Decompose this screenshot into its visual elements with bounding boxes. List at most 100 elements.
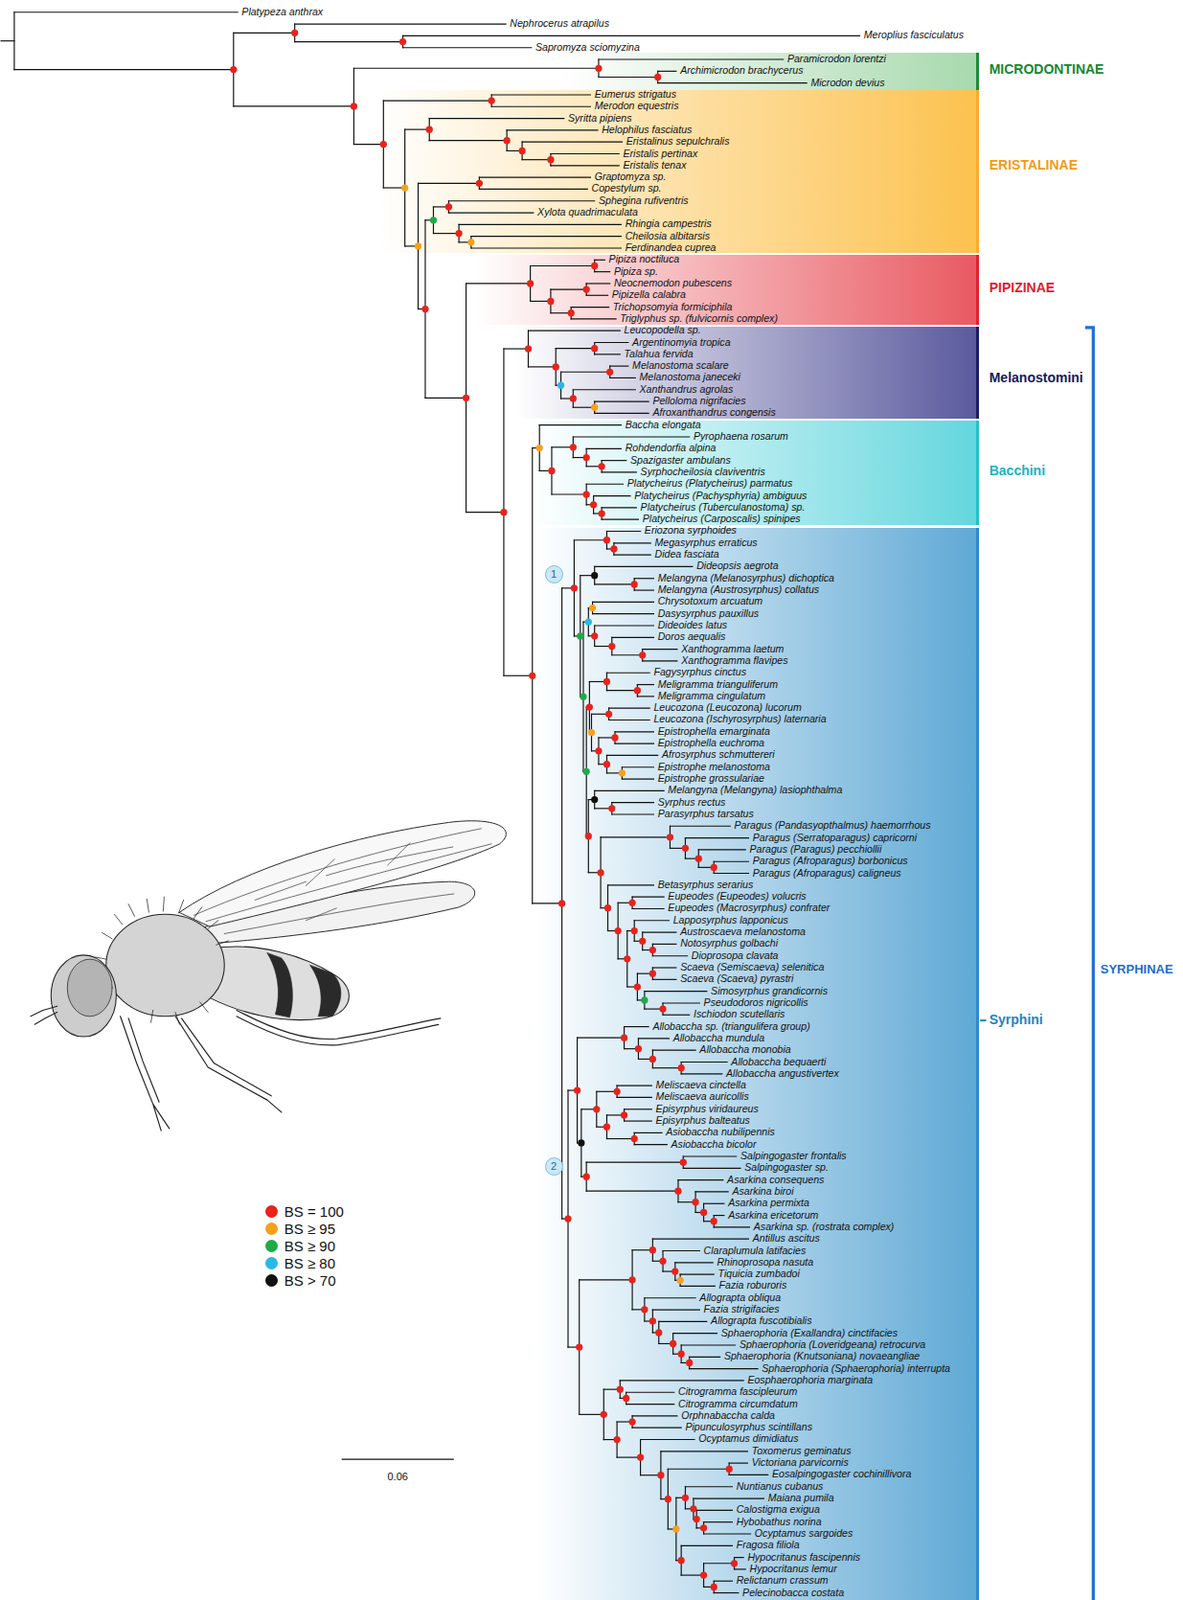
support-dot (657, 1471, 664, 1479)
taxon-name: Notosyrphus golbachi (680, 938, 778, 951)
support-dot (577, 1138, 585, 1146)
support-dot (583, 1173, 591, 1181)
taxon-name: Helophilus fasciatus (601, 124, 692, 137)
support-dot (726, 1465, 733, 1473)
support-dot (380, 140, 387, 148)
tree-branch (634, 589, 654, 591)
taxon-name: Asiobaccha bicolor (671, 1138, 757, 1151)
taxon-name: Fragosa filiola (736, 1539, 800, 1551)
tree-branch (673, 1332, 718, 1334)
support-dot (518, 147, 525, 155)
support-dot (649, 1055, 657, 1063)
support-dot (603, 678, 611, 685)
taxon-name: Argentinomyia tropica (632, 337, 730, 349)
taxon-name: Asarkina sp. (rostrata complex) (753, 1221, 895, 1233)
tree-branch (593, 495, 631, 497)
support-dot (628, 1275, 636, 1283)
taxon-name: Sphegina rufiventris (598, 195, 689, 207)
support-dot (579, 693, 587, 701)
taxon-name: Asarkina permixta (728, 1197, 810, 1209)
support-dot (488, 96, 496, 104)
taxon-name: Meliscaeva auricollis (656, 1092, 750, 1104)
support-dot (399, 38, 407, 46)
tree-branch (678, 1179, 724, 1181)
tree-branch (609, 719, 651, 721)
tree-branch (550, 153, 619, 155)
taxon-name: Sphaerophoria (Sphaerophoria) interrupta (761, 1363, 951, 1375)
tree-branch (353, 143, 384, 145)
legend-row: BS ≥ 80 (264, 1253, 344, 1272)
tree-branch (522, 159, 551, 160)
tree-branch (586, 1161, 683, 1163)
tree-branch (527, 365, 556, 367)
tree-branch (667, 1468, 729, 1470)
support-dot (583, 285, 591, 293)
tree-branch (550, 289, 587, 291)
support-dot (594, 747, 602, 754)
tree-branch (728, 1462, 748, 1464)
taxon-name: Antillus ascitus (752, 1232, 820, 1245)
tree-branch (652, 1067, 682, 1069)
taxon-name: Allobaccha bequaerti (730, 1056, 826, 1069)
tree-branch (0, 40, 15, 42)
taxon-name: Meligramma trianguliferum (658, 679, 778, 691)
taxon-name: Eupeodes (Macrosyrphus) confrater (667, 903, 830, 915)
taxon-name: Austroscaeva melanostoma (680, 926, 806, 938)
taxon-name: Paragus (Afroparagus) borbonicus (752, 855, 909, 867)
taxon-name: Spazigaster ambulans (630, 455, 731, 467)
legend-row: BS = 100 (264, 1203, 344, 1221)
taxon-name: Archimicrodon brachycerus (680, 66, 803, 78)
support-dot (618, 769, 626, 776)
tree-branch (680, 1274, 714, 1275)
taxon-name: Copestylum sp. (591, 183, 662, 196)
support-dot (430, 216, 437, 224)
support-dot (691, 1198, 699, 1206)
tree-branch (621, 777, 654, 779)
support-dot (680, 1159, 687, 1166)
scale-bar (341, 1457, 455, 1459)
tree-branch (652, 943, 676, 945)
tree-branch (471, 235, 622, 237)
taxon-name: Relictanum crassum (736, 1574, 829, 1587)
support-dot (685, 1359, 693, 1366)
support-dot (631, 1135, 638, 1142)
taxon-name: Xylota quadrimaculata (537, 206, 638, 219)
support-dot (623, 955, 631, 962)
taxon-name: Trichopsomyia formiciphila (613, 301, 733, 314)
support-dot (586, 703, 593, 710)
taxon-name: Platycheirus (Pachysphyria) ambiguus (634, 490, 807, 502)
taxon-name: Pelecinobacca costata (742, 1587, 844, 1599)
legend-swatch-holder (264, 1273, 279, 1288)
taxon-name: Asarkina consequens (727, 1174, 824, 1186)
taxon-name: Triglyphus sp. (fulvicornis complex) (619, 313, 778, 325)
legend-row: BS ≥ 95 (264, 1220, 344, 1238)
taxon-name: Meligramma cingulatum (658, 690, 766, 703)
taxon-name: Melangyna (Austrosyrphus) collatus (658, 584, 819, 596)
support-dot (552, 363, 560, 370)
legend-text: BS ≥ 80 (284, 1255, 336, 1271)
taxon-name: Meroplius fasciculatus (864, 30, 964, 43)
tree-branch (734, 1568, 747, 1570)
wing-veins (193, 828, 492, 934)
support-dot (414, 242, 422, 250)
support-dot (421, 305, 429, 313)
tree-branch (689, 1367, 758, 1369)
tree-branch (383, 100, 492, 102)
tree-branch (642, 648, 678, 650)
taxon-name: Epistrophella euchroma (658, 737, 765, 750)
tree-branch (632, 1414, 678, 1416)
taxon-name: Ferdinandea cuprea (625, 242, 717, 254)
support-dot (649, 946, 657, 954)
support-dot (638, 937, 646, 945)
legend-swatch-holder (264, 1238, 279, 1253)
taxon-name: Paragus (Paragus) pecchiollii (750, 843, 883, 856)
support-dot (606, 368, 614, 376)
support-dot (528, 672, 536, 680)
tree-branch (594, 271, 611, 273)
support-dot (664, 1495, 672, 1502)
taxon-name: Rhinoprosopa nasuta (716, 1256, 814, 1269)
support-dot (455, 229, 462, 237)
tree-branch (626, 1391, 675, 1393)
support-dot (576, 632, 584, 639)
head (50, 955, 116, 1037)
